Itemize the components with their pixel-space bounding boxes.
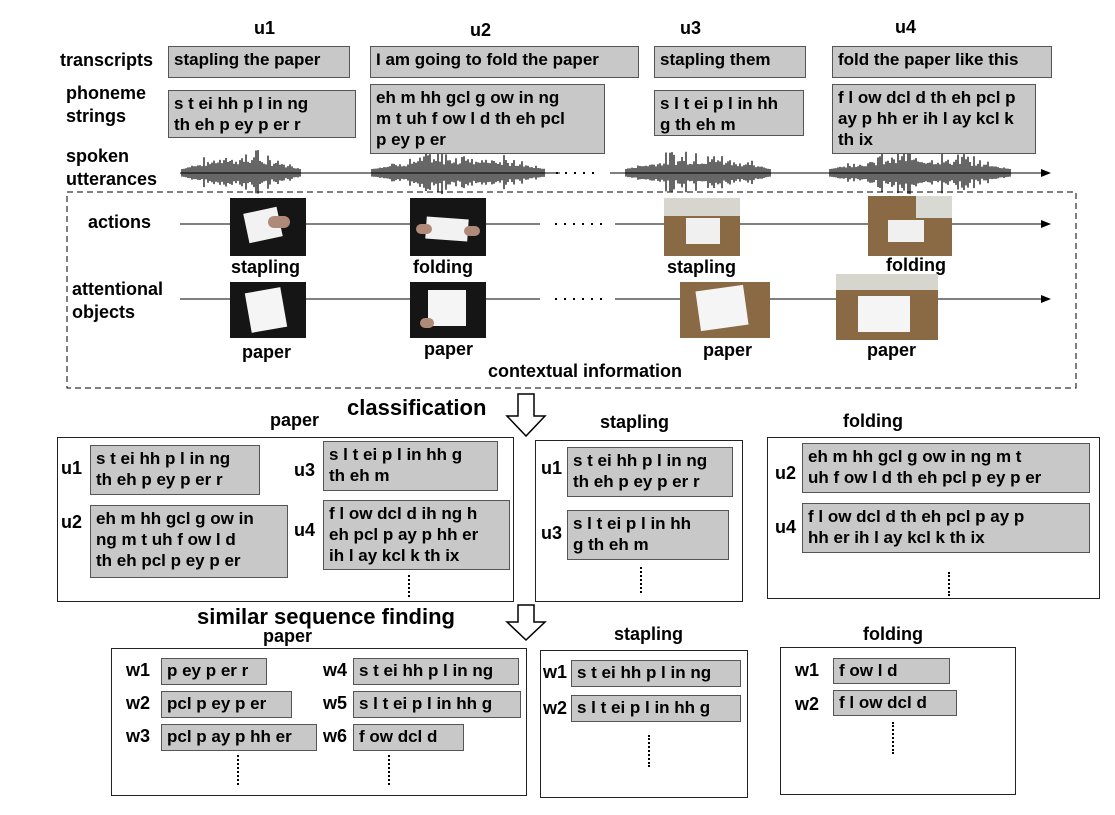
action-image-u1 bbox=[230, 198, 306, 256]
contextual-box bbox=[66, 191, 1077, 389]
class-folding-item: f l ow dcl d th eh pcl p ay p hh er ih l… bbox=[802, 503, 1090, 553]
class-paper-item: s l t ei p l in hh g th eh m bbox=[323, 441, 498, 491]
object-image-u4 bbox=[836, 274, 938, 340]
more-items-indicator bbox=[640, 567, 642, 593]
sim-paper-item: pcl p ay p hh er bbox=[161, 724, 317, 751]
row-label-attentional-objects: attentional objects bbox=[72, 279, 164, 322]
action-image-u4 bbox=[868, 196, 952, 256]
classification-arrow bbox=[505, 393, 547, 438]
class-stapling-item: s t ei hh p l in ng th eh p ey p er r bbox=[567, 447, 733, 497]
sim-stapling-w-label: w1 bbox=[543, 662, 568, 682]
phoneme-string-u3: s l t ei p l in hh g th eh m bbox=[654, 90, 804, 136]
row-label-actions: actions bbox=[88, 212, 152, 232]
contextual-information-label: contextual information bbox=[488, 361, 683, 381]
sim-paper-w-label: w1 bbox=[126, 660, 151, 680]
sim-folding-item: f ow l d bbox=[833, 658, 950, 684]
sim-paper-item: pcl p ey p er bbox=[161, 691, 292, 718]
object-label-u3: paper bbox=[703, 340, 753, 360]
class-stapling-u-label: u1 bbox=[541, 458, 563, 478]
similar-sequence-title: similar sequence finding bbox=[197, 604, 455, 629]
utterance-header-u2: u2 bbox=[470, 20, 492, 40]
sim-paper-item: s l t ei p l in hh g bbox=[353, 691, 521, 718]
action-image-u2 bbox=[410, 198, 486, 256]
transcript-u4: fold the paper like this bbox=[832, 46, 1052, 78]
object-image-u1 bbox=[230, 282, 306, 338]
action-label-u2: folding bbox=[413, 257, 473, 277]
class-group-stapling-title: stapling bbox=[600, 412, 670, 432]
sim-group-folding-title: folding bbox=[863, 624, 923, 644]
action-label-u3: stapling bbox=[667, 257, 737, 277]
classification-title: classification bbox=[347, 395, 487, 420]
class-stapling-u-label: u3 bbox=[541, 523, 563, 543]
object-label-u2: paper bbox=[424, 339, 474, 359]
class-paper-item: eh m hh gcl g ow in ng m t uh f ow l d t… bbox=[90, 505, 288, 578]
sim-paper-item: f ow dcl d bbox=[353, 724, 464, 751]
more-items-indicator bbox=[948, 572, 950, 596]
more-items-indicator bbox=[408, 575, 410, 597]
class-folding-u-label: u2 bbox=[775, 463, 797, 483]
similar-arrow bbox=[505, 604, 547, 642]
object-image-u2 bbox=[410, 282, 486, 338]
class-paper-u-label: u4 bbox=[294, 520, 316, 540]
class-stapling-item: s l t ei p l in hh g th eh m bbox=[567, 510, 729, 560]
action-label-u1: stapling bbox=[231, 257, 301, 277]
row-label-transcripts: transcripts bbox=[60, 50, 154, 70]
sim-paper-w-label: w4 bbox=[323, 660, 348, 680]
sim-paper-item: s t ei hh p l in ng bbox=[353, 658, 519, 685]
phoneme-string-u2: eh m hh gcl g ow in ng m t uh f ow l d t… bbox=[370, 84, 605, 154]
sim-folding-item: f l ow dcl d bbox=[833, 690, 957, 716]
class-folding-item: eh m hh gcl g ow in ng m t uh f ow l d t… bbox=[802, 443, 1090, 493]
phoneme-string-u4: f l ow dcl d th eh pcl p ay p hh er ih l… bbox=[832, 84, 1036, 154]
utterance-header-u4: u4 bbox=[895, 17, 917, 37]
class-paper-item: s t ei hh p l in ng th eh p ey p er r bbox=[90, 445, 260, 495]
sim-paper-item: p ey p er r bbox=[161, 658, 267, 685]
sim-stapling-item: s l t ei p l in hh g bbox=[571, 695, 741, 722]
more-items-indicator bbox=[892, 722, 894, 754]
more-items-indicator bbox=[648, 735, 650, 767]
class-paper-item: f l ow dcl d ih ng h eh pcl p ay p hh er… bbox=[323, 500, 510, 570]
transcript-u3: stapling them bbox=[654, 46, 806, 78]
object-label-u4: paper bbox=[867, 340, 917, 360]
utterance-header-u3: u3 bbox=[680, 18, 702, 38]
object-label-u1: paper bbox=[242, 342, 292, 362]
class-group-folding-title: folding bbox=[843, 411, 903, 431]
sim-paper-w-label: w3 bbox=[126, 726, 151, 746]
sim-folding-w-label: w2 bbox=[795, 694, 820, 714]
class-group-paper-title: paper bbox=[270, 410, 320, 430]
phoneme-string-u1: s t ei hh p l in ng th eh p ey p er r bbox=[168, 90, 356, 138]
waveform bbox=[180, 149, 1051, 195]
class-folding-u-label: u4 bbox=[775, 517, 797, 537]
sim-paper-w-label: w2 bbox=[126, 693, 151, 713]
sim-stapling-w-label: w2 bbox=[543, 698, 568, 718]
sim-paper-w-label: w5 bbox=[323, 693, 348, 713]
sim-folding-w-label: w1 bbox=[795, 660, 820, 680]
row-label-phoneme-strings: phoneme strings bbox=[66, 83, 147, 126]
class-paper-u-label: u2 bbox=[61, 512, 83, 532]
object-image-u3 bbox=[680, 282, 770, 338]
row-label-spoken-utterances: spoken utterances bbox=[66, 146, 158, 189]
class-paper-u-label: u3 bbox=[294, 460, 316, 480]
class-paper-u-label: u1 bbox=[61, 458, 83, 478]
sim-paper-w-label: w6 bbox=[323, 726, 348, 746]
sim-group-stapling-title: stapling bbox=[614, 624, 684, 644]
sim-group-paper-title: paper bbox=[263, 626, 313, 646]
more-items-indicator bbox=[388, 755, 390, 785]
transcript-u1: stapling the paper bbox=[168, 46, 350, 78]
action-label-u4: folding bbox=[886, 255, 946, 275]
utterance-header-u1: u1 bbox=[254, 18, 276, 38]
more-items-indicator bbox=[237, 755, 239, 785]
sim-stapling-item: s t ei hh p l in ng bbox=[571, 660, 741, 687]
transcript-u2: I am going to fold the paper bbox=[370, 46, 639, 78]
action-image-u3 bbox=[664, 198, 740, 256]
